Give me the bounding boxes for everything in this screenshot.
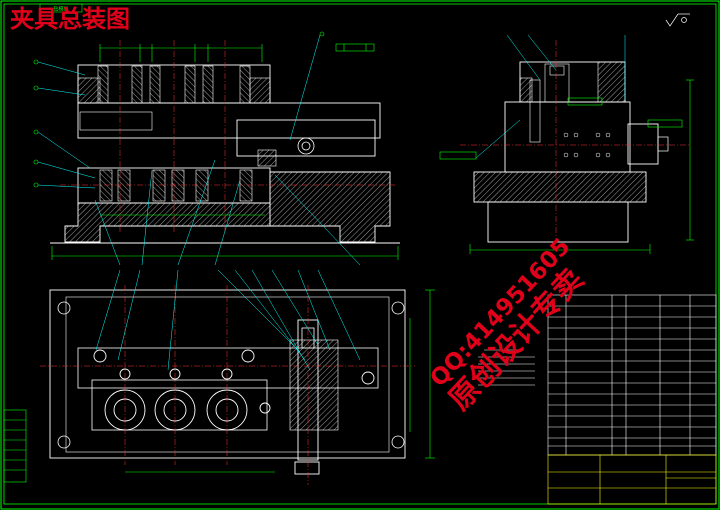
side-view xyxy=(439,34,694,254)
parts-list xyxy=(547,294,717,456)
frame-label-box: 钻模板 xyxy=(39,3,83,13)
plan-view xyxy=(40,269,435,485)
balloon-callout-icon xyxy=(33,31,325,188)
inner-frame xyxy=(3,3,717,505)
title-block xyxy=(547,454,717,505)
drawing-title: 夹具总装图 xyxy=(10,5,130,33)
tolerance-frame-icon xyxy=(335,43,375,52)
frame-label: 钻模板 xyxy=(53,6,68,13)
front-view xyxy=(33,31,400,266)
revision-column xyxy=(3,409,27,483)
surface-finish-symbol-icon xyxy=(665,13,690,27)
technical-notes xyxy=(478,349,535,386)
